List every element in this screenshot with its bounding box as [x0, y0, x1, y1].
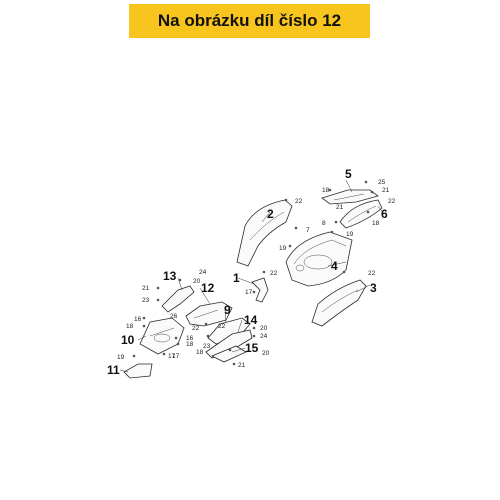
label-18: 18 [186, 341, 194, 348]
label-17: 17 [168, 353, 176, 360]
screw-icon [330, 230, 334, 234]
label-8: 8 [322, 220, 326, 227]
part-3-side-cover [311, 279, 367, 327]
label-22: 22 [388, 198, 396, 205]
label-12: 12 [201, 281, 215, 295]
screw-icon [334, 220, 338, 224]
screw-icon [132, 354, 136, 358]
screw-icon [342, 270, 346, 274]
label-6: 6 [381, 207, 388, 221]
screw-icon [252, 326, 256, 330]
label-18: 18 [126, 323, 134, 330]
screw-icon [232, 362, 236, 366]
label-18: 18 [196, 349, 204, 356]
part-11-plate [123, 363, 153, 379]
screw-icon [262, 270, 266, 274]
screw-icon [252, 334, 256, 338]
screw-icon [364, 180, 368, 184]
label-21: 21 [238, 362, 246, 369]
screw-icon [142, 316, 146, 320]
title-text: Na obrázku díl číslo 12 [157, 11, 342, 30]
screw-icon [294, 226, 298, 230]
label-15: 15 [245, 341, 259, 355]
part-12-floor-panel [185, 301, 233, 327]
screw-icon [288, 244, 292, 248]
part-1-bracket [251, 277, 269, 303]
small-labels: 25 18 21 22 7 18 22 21 8 19 17 19 22 22 … [117, 179, 396, 369]
screw-icon [156, 286, 160, 290]
screw-icon [206, 334, 210, 338]
label-16: 16 [134, 316, 142, 323]
part-9-floor-mat [207, 317, 251, 345]
screw-icon [142, 324, 146, 328]
screw-icon [370, 190, 374, 194]
label-5: 5 [345, 167, 352, 181]
label-17: 17 [172, 353, 180, 360]
screw-icon [366, 210, 370, 214]
label-20: 20 [260, 325, 268, 332]
label-14: 14 [244, 313, 258, 327]
label-23: 23 [203, 343, 211, 350]
part-4-storage-box [285, 231, 353, 287]
part-6-tail-cover [339, 199, 383, 229]
label-21: 21 [336, 204, 344, 211]
label-24: 24 [260, 333, 268, 340]
label-25: 25 [378, 179, 386, 186]
leader-lines [119, 179, 385, 373]
label-17: 17 [245, 289, 253, 296]
label-2: 2 [267, 207, 274, 221]
label-20: 20 [262, 350, 270, 357]
label-22: 22 [192, 325, 200, 332]
screw-icon [176, 342, 180, 346]
label-26: 26 [170, 313, 178, 320]
screw-icon [252, 290, 256, 294]
label-22: 22 [218, 323, 226, 330]
fasteners [132, 180, 374, 366]
label-16: 16 [186, 335, 194, 342]
label-10: 10 [121, 333, 135, 347]
label-4: 4 [331, 259, 338, 273]
part-5-rear-cover [321, 189, 379, 205]
label-18: 18 [322, 187, 330, 194]
label-21: 21 [142, 285, 150, 292]
label-22: 22 [295, 198, 303, 205]
label-9: 9 [224, 303, 231, 317]
part-2-side-cover [236, 199, 293, 267]
label-13: 13 [163, 269, 177, 283]
screw-icon [228, 348, 232, 352]
label-3: 3 [370, 281, 377, 295]
part-10-leg-shield [139, 317, 185, 355]
screw-icon [204, 322, 208, 326]
screw-icon [162, 352, 166, 356]
screw-icon [174, 336, 178, 340]
label-19: 19 [346, 231, 354, 238]
label-18: 18 [372, 220, 380, 227]
title-banner: Na obrázku díl číslo 12 [129, 4, 370, 38]
label-24: 24 [199, 269, 207, 276]
part-13-front-panel [161, 285, 195, 313]
label-20: 20 [193, 278, 201, 285]
label-7: 7 [306, 227, 310, 234]
label-11: 11 [107, 363, 120, 377]
screw-icon [156, 298, 160, 302]
screw-icon [284, 198, 288, 202]
label-22: 22 [270, 270, 278, 277]
label-23: 23 [142, 297, 150, 304]
label-19: 19 [117, 354, 125, 361]
part-15-lower-cover [211, 345, 247, 363]
part-14-lower-cover [205, 329, 253, 359]
big-labels: 1 2 3 4 5 6 9 10 11 12 13 14 15 [107, 167, 388, 377]
label-19: 19 [279, 245, 287, 252]
label-1: 1 [233, 271, 240, 285]
label-22: 22 [368, 270, 376, 277]
label-21: 21 [382, 187, 390, 194]
screw-icon [328, 188, 332, 192]
screw-icon [178, 278, 182, 282]
